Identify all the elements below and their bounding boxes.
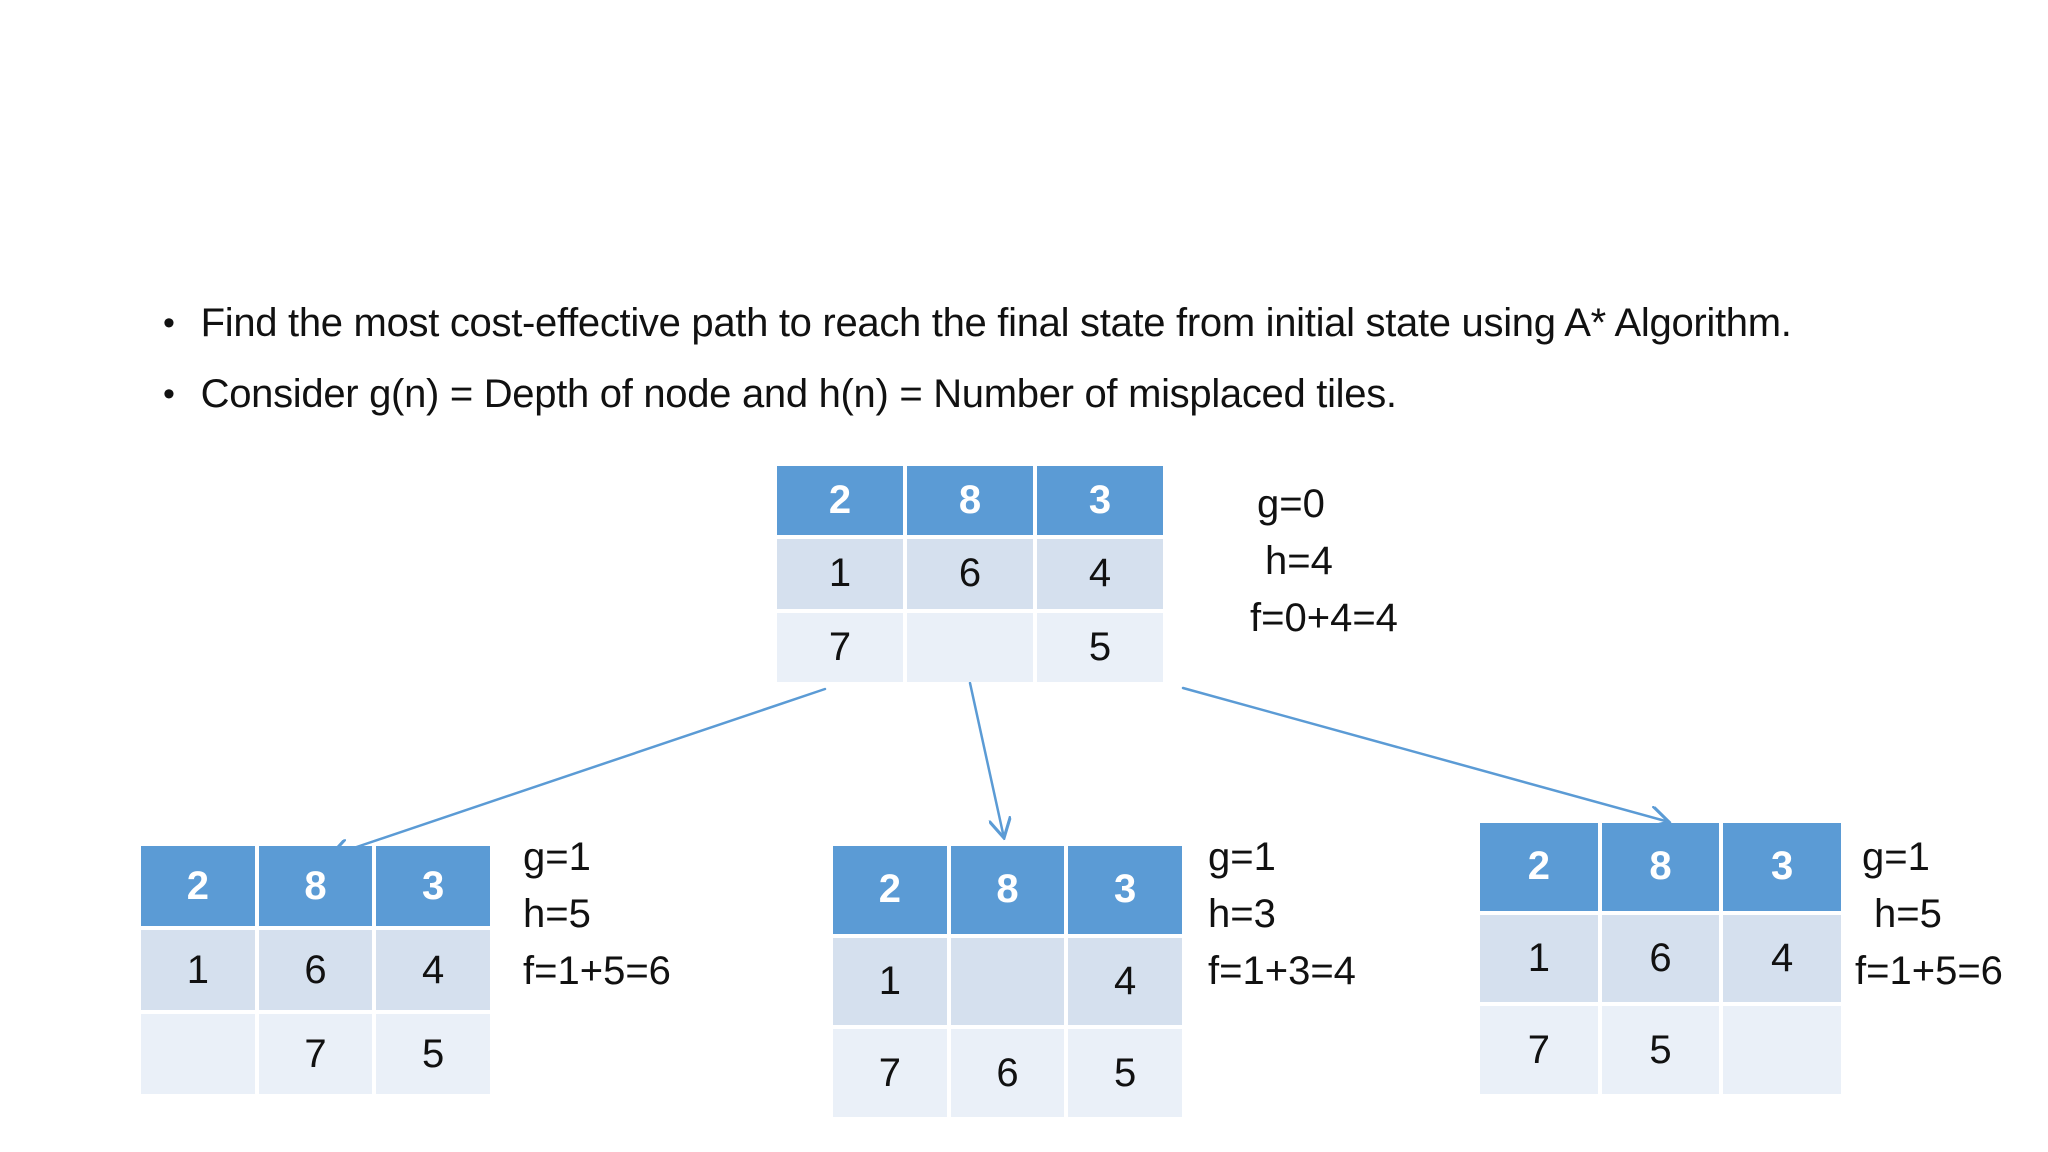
puzzle-cell: 4 (1037, 539, 1163, 609)
puzzle-cell: 7 (777, 612, 903, 682)
bullet-item: Consider g(n) = Depth of node and h(n) =… (163, 359, 1792, 430)
g-value: g=1 (1862, 835, 1930, 879)
puzzle-cell: 1 (833, 937, 947, 1026)
f-value: f=0+4=4 (1250, 596, 1398, 640)
f-value: f=1+5=6 (1855, 949, 2003, 993)
puzzle-cell: 5 (1601, 1006, 1720, 1094)
puzzle-cell: 2 (141, 846, 255, 926)
puzzle-cell: 4 (1068, 937, 1182, 1026)
puzzle-cell: 5 (1068, 1029, 1182, 1117)
puzzle-cell: 2 (1480, 823, 1598, 911)
puzzle-cell: 3 (376, 846, 490, 926)
puzzle-cell: 3 (1068, 846, 1182, 934)
puzzle-cell: 5 (376, 1014, 490, 1094)
puzzle-cell: 8 (258, 846, 373, 926)
puzzle-cell: 8 (907, 466, 1033, 536)
puzzle-cell: 1 (777, 539, 903, 609)
bullet-list: Find the most cost-effective path to rea… (163, 288, 1792, 430)
puzzle-cell: 6 (258, 930, 373, 1010)
f-value: f=1+3=4 (1208, 949, 1356, 993)
h-value: h=5 (1874, 892, 1942, 936)
puzzle-node-middle: 2 8 3 1 4 7 6 5 (833, 846, 1182, 1117)
edge-root-to-right-arrow (1181, 686, 1669, 822)
puzzle-cell: 7 (258, 1014, 373, 1094)
puzzle-cell: 7 (1480, 1006, 1598, 1094)
g-value: g=1 (1208, 835, 1276, 879)
puzzle-cell: 5 (1037, 612, 1163, 682)
puzzle-cell: 6 (907, 539, 1033, 609)
bullet-text: Find the most cost-effective path to rea… (200, 301, 1792, 345)
h-value: h=3 (1208, 892, 1276, 936)
costs-left: g=1 h=5 f=1+5=6 (523, 829, 671, 1000)
puzzle-cell: 6 (1601, 914, 1720, 1003)
puzzle-cell: 3 (1723, 823, 1841, 911)
puzzle-cell (1723, 1006, 1841, 1094)
puzzle-node-right: 2 8 3 1 6 4 7 5 (1480, 823, 1841, 1094)
puzzle-cell: 1 (141, 930, 255, 1010)
puzzle-node-left: 2 8 3 1 6 4 7 5 (141, 846, 490, 1094)
costs-middle: g=1 h=3 f=1+3=4 (1208, 829, 1356, 1000)
h-value: h=4 (1265, 539, 1333, 583)
edge-root-to-middle-arrow (968, 681, 1004, 838)
g-value: g=1 (523, 835, 591, 879)
puzzle-cell: 4 (1723, 914, 1841, 1003)
puzzle-cell: 2 (833, 846, 947, 934)
puzzle-cell: 8 (950, 846, 1065, 934)
f-value: f=1+5=6 (523, 949, 671, 993)
costs-right: g=1 h=5 f=1+5=6 (1855, 829, 2003, 1000)
bullet-text: Consider g(n) = Depth of node and h(n) =… (200, 372, 1397, 416)
puzzle-node-root: 2 8 3 1 6 4 7 5 (777, 466, 1163, 682)
puzzle-cell: 2 (777, 466, 903, 536)
costs-root: g=0 h=4 f=0+4=4 (1250, 476, 1398, 647)
puzzle-cell: 6 (950, 1029, 1065, 1117)
puzzle-cell: 1 (1480, 914, 1598, 1003)
puzzle-cell (907, 612, 1033, 682)
puzzle-cell (950, 937, 1065, 1026)
g-value: g=0 (1257, 482, 1325, 526)
puzzle-cell: 3 (1037, 466, 1163, 536)
puzzle-cell: 4 (376, 930, 490, 1010)
puzzle-cell: 7 (833, 1029, 947, 1117)
puzzle-cell (141, 1014, 255, 1094)
h-value: h=5 (523, 892, 591, 936)
bullet-item: Find the most cost-effective path to rea… (163, 288, 1792, 359)
puzzle-cell: 8 (1601, 823, 1720, 911)
